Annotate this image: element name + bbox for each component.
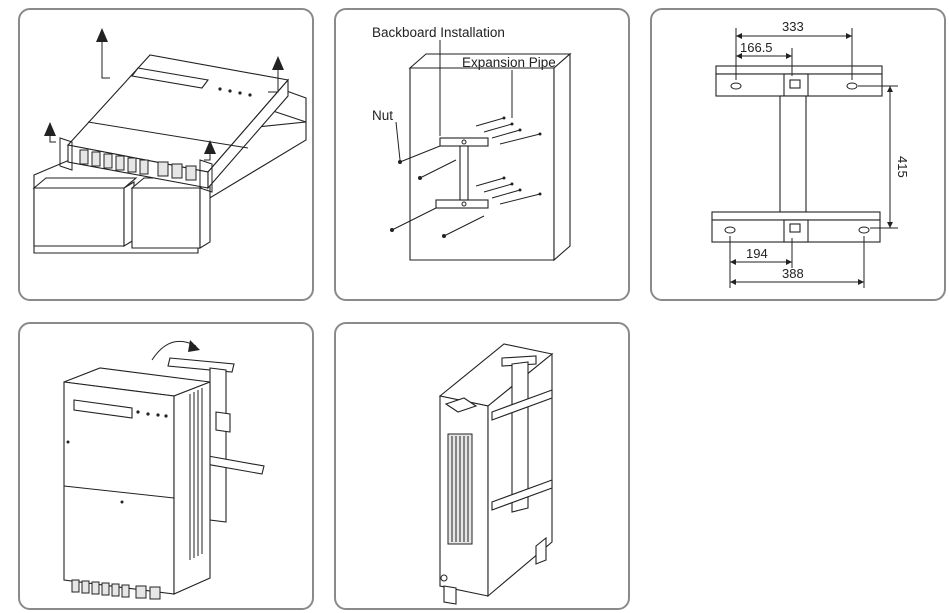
- wall-bracket: [491, 355, 553, 513]
- mounted-view-illustration: [438, 343, 554, 605]
- bracket-bottom-bar: [711, 211, 881, 221]
- panel-lifting: [18, 8, 314, 301]
- heat-sink: [189, 388, 203, 560]
- inverter-side: [173, 381, 211, 595]
- ground-point: [440, 574, 448, 582]
- foam-block-left: [33, 187, 125, 247]
- panel-bracket-dimensions: 333 166.5 415 194 388: [650, 8, 946, 301]
- display-window: [73, 399, 133, 419]
- bracket-dimension-drawing: 333 166.5 415 194 388: [711, 19, 910, 288]
- lifting-illustration: [32, 28, 307, 254]
- dim-415: 415: [895, 156, 910, 178]
- expansion-pipes: [475, 116, 542, 205]
- hang-inverter-illustration: [63, 340, 265, 600]
- lift-arrows: [44, 28, 284, 161]
- dim-194: 194: [746, 246, 768, 261]
- terminal-connectors: [71, 579, 161, 600]
- panel-wall-mount: Backboard Installation Expansion Pipe Nu…: [334, 8, 630, 301]
- label-expansion-pipe: Expansion Pipe: [462, 55, 556, 70]
- bracket-vertical: [779, 95, 807, 213]
- display-window: [131, 67, 209, 89]
- wall: [409, 67, 555, 261]
- label-backboard-installation: Backboard Installation: [372, 25, 505, 40]
- wall-mount-illustration: Backboard Installation Expansion Pipe Nu…: [372, 25, 572, 262]
- panel-mounted-view: [334, 322, 630, 610]
- panel-hang-inverter: [18, 322, 314, 610]
- dim-166-5: 166.5: [740, 40, 773, 55]
- label-nut: Nut: [372, 108, 393, 123]
- heat-sink: [447, 433, 473, 545]
- dimension-lines: [729, 28, 898, 288]
- dim-388: 388: [782, 266, 804, 281]
- foam-block-right: [131, 187, 201, 249]
- backboard: [435, 137, 489, 209]
- handle: [444, 397, 478, 413]
- nuts: [390, 145, 485, 238]
- bracket-top-bar: [715, 65, 883, 75]
- dim-333: 333: [782, 19, 804, 34]
- terminal-connectors: [79, 149, 197, 181]
